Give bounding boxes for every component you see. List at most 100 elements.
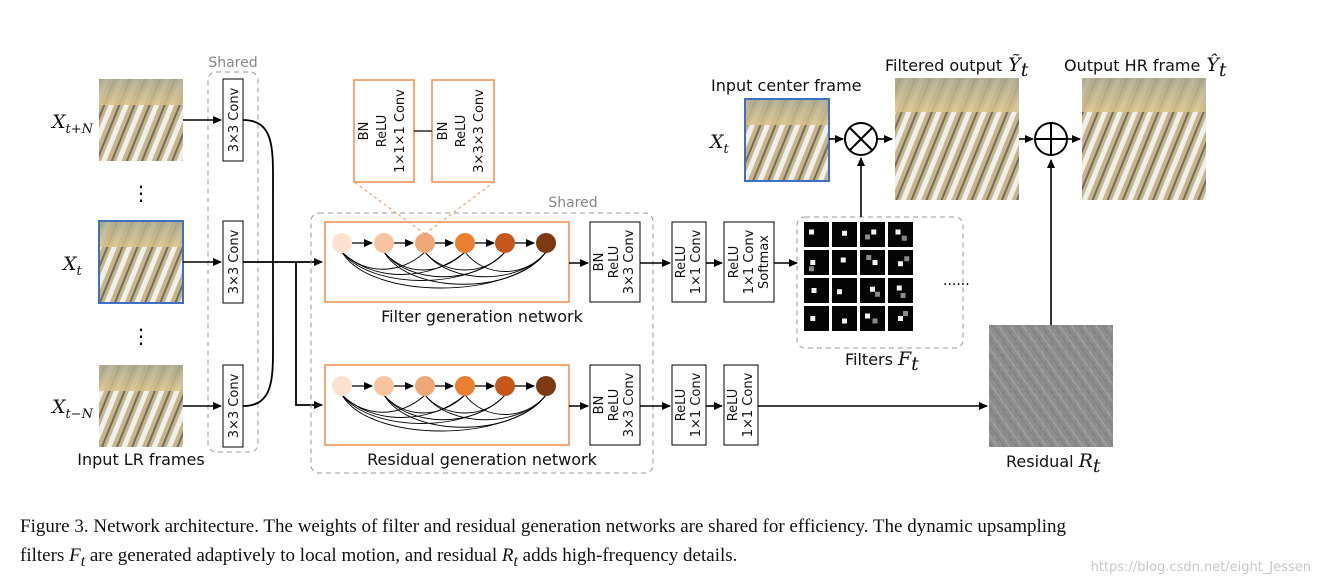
conv-block-bottom: 3×3 Conv	[222, 364, 244, 448]
dense-node-4	[455, 233, 475, 253]
svg-text:ReLU: ReLU	[375, 115, 390, 148]
shared-network-region	[310, 212, 654, 474]
filter-bn-relu-conv-block: BN ReLU 3×3 Conv	[589, 221, 641, 303]
svg-text:1×1 Conv: 1×1 Conv	[742, 229, 757, 294]
filter-tile-spot	[898, 261, 903, 267]
svg-text:3×3 Conv: 3×3 Conv	[227, 373, 242, 438]
filter-tile-spot	[875, 291, 880, 297]
filter-tile-spot	[872, 260, 878, 265]
filter-tile-spot	[903, 311, 908, 316]
filter-tile-spot	[842, 318, 847, 324]
caption-rt: Rt	[501, 545, 518, 570]
svg-text:ReLU: ReLU	[607, 246, 622, 279]
svg-text:BN: BN	[357, 122, 372, 141]
dense-node-5	[495, 233, 515, 253]
svg-text:ReLU: ReLU	[607, 389, 622, 422]
residual-image	[989, 325, 1113, 447]
filter-tile	[804, 250, 829, 275]
svg-text:1×1 Conv: 1×1 Conv	[689, 372, 704, 437]
filter-tile	[804, 306, 829, 331]
svg-text:3×3 Conv: 3×3 Conv	[227, 229, 242, 294]
caption-line-1: Figure 3. Network architecture. The weig…	[20, 516, 1067, 537]
filter-tile	[804, 222, 829, 247]
dense-block-detail: BN ReLU 1×1×1 Conv BN ReLU 3×3×3 Conv	[353, 79, 495, 235]
conv-block-top: 3×3 Conv	[222, 78, 244, 162]
multiply-operator-icon	[844, 122, 878, 156]
filter-tile-spot	[898, 316, 903, 321]
shared-label-mid: Shared	[548, 195, 597, 211]
filter-tile-spot	[840, 257, 846, 263]
filters-ellipsis: ......	[943, 273, 970, 289]
add-operator-icon	[1034, 122, 1068, 156]
residual-relu-conv1x1-block-b: ReLU 1×1 Conv	[723, 364, 759, 446]
residual-bn-relu-conv-block: BN ReLU 3×3 Conv	[589, 364, 641, 446]
svg-text:ReLU: ReLU	[674, 389, 689, 422]
caption-ft: Ft	[69, 545, 86, 570]
svg-text:1×1×1 Conv: 1×1×1 Conv	[393, 89, 408, 173]
caption-line-2a: filters	[20, 545, 65, 566]
input-center-frame-label: Input center frame	[711, 76, 862, 95]
svg-text:3×3 Conv: 3×3 Conv	[622, 372, 637, 437]
svg-text:1×1 Conv: 1×1 Conv	[741, 372, 756, 437]
svg-text:BN: BN	[592, 253, 607, 272]
filter-relu-conv-softmax-block: ReLU 1×1 Conv Softmax	[723, 221, 775, 303]
label-x-t: Xt	[61, 253, 83, 279]
caption-line-2c: adds high-frequency details.	[522, 545, 738, 566]
dense-node-3	[415, 233, 435, 253]
svg-text:ReLU: ReLU	[727, 246, 742, 279]
residual-gen-network-label: Residual generation network	[367, 450, 597, 469]
filter-tile-spot	[809, 229, 814, 235]
filter-tile-spot	[811, 288, 817, 293]
input-frame-t-plus-n	[99, 79, 183, 161]
dense-node-1	[332, 233, 352, 253]
filter-tile-spot	[866, 255, 872, 260]
architecture-figure: Xt+N Xt Xt−N ⋮ ⋮ Input LR frames Shared …	[50, 53, 1227, 477]
shared-label-top: Shared	[208, 55, 257, 71]
dense-node-6	[536, 233, 556, 253]
label-x-t-center: Xt	[708, 131, 730, 157]
filter-tile-spot	[872, 318, 878, 324]
filter-tile-spot	[865, 313, 870, 319]
label-x-t-minus-n: Xt−N	[50, 396, 94, 422]
output-hr-frame-image	[1082, 78, 1206, 200]
filter-tile-spot	[810, 316, 816, 321]
filter-tile-spot	[904, 256, 910, 262]
filter-tile-spot	[900, 293, 906, 298]
figure-caption: Figure 3. Network architecture. The weig…	[20, 512, 1300, 576]
residual-relu-conv1x1-block-a: ReLU 1×1 Conv	[671, 364, 707, 446]
merge-curve-top	[242, 119, 274, 262]
filter-tile-spot	[871, 229, 877, 235]
svg-text:ReLU: ReLU	[674, 246, 689, 279]
dense-node-2	[374, 233, 394, 253]
arrow-to-residual-network	[295, 262, 323, 409]
svg-text:ReLU: ReLU	[726, 389, 741, 422]
filter-relu-conv1x1-block: ReLU 1×1 Conv	[671, 221, 707, 303]
svg-text:ReLU: ReLU	[454, 115, 469, 148]
input-center-frame-image	[744, 98, 830, 182]
svg-text:Softmax: Softmax	[757, 235, 772, 289]
filters-region	[796, 216, 964, 349]
filter-tile-spot	[837, 289, 842, 295]
input-frame-t	[98, 220, 184, 304]
svg-text:BN: BN	[436, 122, 451, 141]
conv-block-mid: 3×3 Conv	[222, 220, 244, 304]
filter-tile-spot	[895, 229, 901, 235]
label-x-t-plus-n: Xt+N	[50, 111, 94, 137]
filter-gen-network-label: Filter generation network	[381, 307, 584, 326]
caption-line-2b: are generated adaptively to local motion…	[89, 545, 498, 566]
filter-tile-spot	[809, 266, 814, 272]
vertical-ellipsis-bottom: ⋮	[131, 324, 151, 348]
filter-tile	[832, 278, 857, 303]
svg-text:1×1 Conv: 1×1 Conv	[689, 229, 704, 294]
residual-generation-network	[324, 364, 570, 446]
vertical-ellipsis-top: ⋮	[131, 181, 151, 205]
svg-text:3×3×3 Conv: 3×3×3 Conv	[472, 89, 487, 173]
filter-generation-network	[324, 221, 570, 303]
merge-curve-bottom	[242, 262, 274, 407]
filters-grid	[804, 222, 913, 331]
filtered-output-image	[895, 78, 1019, 200]
